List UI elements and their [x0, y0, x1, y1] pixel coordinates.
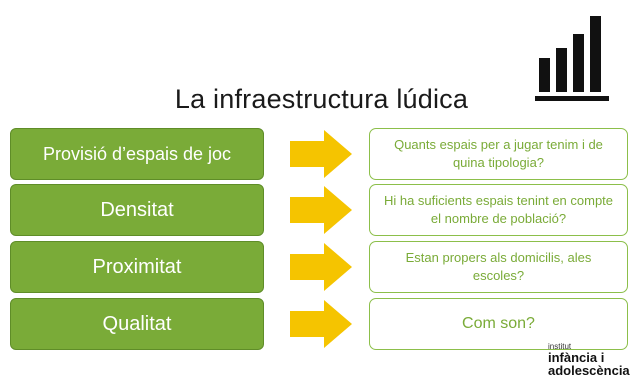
slide-title: La infraestructura lúdica [174, 84, 469, 114]
arrow-right-icon [290, 243, 352, 291]
concept-box-densitat: Densitat [10, 184, 264, 236]
row-provisio: Provisió d’espais de joc Quants espais p… [0, 128, 643, 182]
row-qualitat: Qualitat Com son? [0, 298, 643, 352]
question-box-densitat: Hi ha suficients espais tenint en compte… [369, 184, 628, 236]
arrow-right-icon [290, 186, 352, 234]
brand-line-2: infància i [548, 350, 605, 365]
concept-box-qualitat: Qualitat [10, 298, 264, 350]
institut-logo: institut infància i adolescència [548, 342, 643, 378]
concept-box-provisio: Provisió d’espais de joc [10, 128, 264, 180]
question-box-provisio: Quants espais per a jugar tenim i de qui… [369, 128, 628, 180]
question-box-proximitat: Estan propers als domicilis, ales escole… [369, 241, 628, 293]
brand-line-3: adolescència [548, 363, 630, 378]
concept-box-proximitat: Proximitat [10, 241, 264, 293]
arrow-right-icon [290, 130, 352, 178]
question-box-qualitat: Com son? [369, 298, 628, 350]
arrow-right-icon [290, 300, 352, 348]
brand-line-1: institut [548, 342, 572, 351]
row-proximitat: Proximitat Estan propers als domicilis, … [0, 241, 643, 295]
bar-chart-icon [535, 16, 609, 101]
row-densitat: Densitat Hi ha suficients espais tenint … [0, 184, 643, 238]
